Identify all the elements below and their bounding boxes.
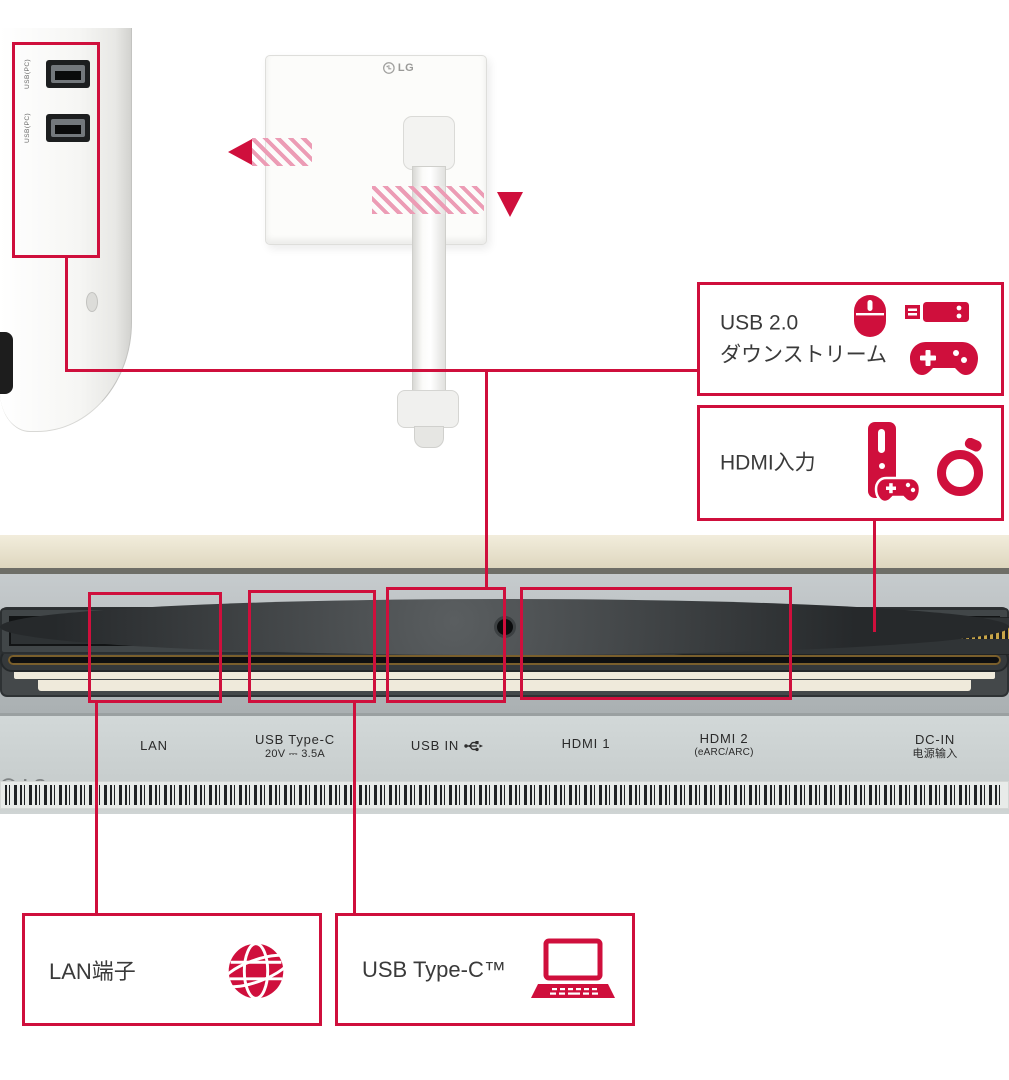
callout-lan-label: LAN端子 [49, 958, 136, 984]
usb-c-label: USB Type-C 20V ⎓ 3.5A [236, 732, 354, 762]
connector-line-usb-c [353, 702, 356, 914]
callout-hdmi-input: HDMI入力 [697, 405, 1004, 521]
lan-label: LAN [140, 738, 168, 753]
dc-in-label-line1: DC-IN [914, 732, 956, 747]
hdmi-2-label: HDMI 2 (eARC/ARC) [672, 731, 776, 760]
globe-icon [217, 932, 295, 1010]
shell-corner-right [18, 814, 1009, 872]
usb-downstream-line1: USB 2.0 [720, 311, 799, 335]
side-screw-hole [86, 292, 98, 312]
laptop-icon [530, 938, 616, 1002]
callout-usb-downstream: USB 2.0 ダウンストリーム [697, 282, 1004, 396]
usb-a-highlight-box [386, 587, 506, 703]
lg-logo: LG [383, 62, 414, 74]
side-usb-highlight-box [12, 42, 100, 258]
connector-line-side-usb-h [65, 369, 699, 372]
usb-in-label-text: USB IN [410, 738, 460, 753]
dc-in-label-line2: 电源输入 [912, 748, 958, 761]
usb-c-label-line1: USB Type-C [254, 732, 335, 747]
callout-hdmi-label: HDMI入力 [720, 451, 816, 475]
stand-mount-plate [403, 116, 455, 170]
usb-flash-drive-icon [904, 299, 970, 325]
usb-downstream-line2: ダウンストリーム [720, 343, 887, 366]
usb-c-label-line2: 20V ⎓ 3.5A [264, 748, 326, 761]
side-usb-port-2 [46, 114, 90, 142]
panel-seam [0, 568, 1009, 574]
height-motion-band [372, 186, 484, 214]
barcode-bars [5, 785, 1004, 805]
swivel-arrow-left-icon [228, 139, 252, 165]
usb-port-slot [55, 71, 81, 80]
rear-panel-photo: LAN USB Type-C 20V ⎓ 3.5A USB IN HDMI 1 [0, 535, 1009, 872]
stand-clamp-knob [414, 426, 444, 448]
connector-line-usb-in [485, 369, 488, 589]
hdmi-highlight-box [520, 587, 792, 700]
height-arrow-down-icon [497, 192, 523, 217]
usb-port-slot [55, 125, 81, 134]
callout-usb-type-c-label: USB Type-C™ [362, 956, 506, 982]
side-panel-notch [0, 332, 13, 394]
usb-symbol-icon [464, 741, 484, 752]
usb-in-label: USB IN [388, 738, 506, 754]
lg-logo-text: LG [397, 62, 415, 74]
hdmi-2-label-line2: (eARC/ARC) [694, 747, 754, 759]
swivel-motion-band [252, 138, 312, 166]
streaming-device-icon [932, 437, 990, 498]
game-console-icon [860, 420, 922, 510]
connector-line-side-usb-v [65, 258, 68, 372]
panel-top-edge [0, 535, 1009, 568]
connector-line-lan [95, 702, 98, 914]
panel-hinge-line [0, 713, 1009, 716]
connector-line-hdmi [873, 519, 876, 632]
side-usb-port-1 [46, 60, 90, 88]
lg-circle-mark [383, 62, 395, 74]
callout-usb-downstream-label: USB 2.0 ダウンストリーム [720, 308, 887, 371]
callout-usb-type-c: USB Type-C™ [335, 913, 635, 1026]
stand-clamp [397, 390, 459, 428]
mouse-icon [852, 293, 888, 339]
barcode [0, 781, 1009, 809]
gamepad-icon [908, 339, 980, 381]
lan-highlight-box [88, 592, 222, 703]
callout-lan: LAN端子 [22, 913, 322, 1026]
hdmi-2-label-line1: HDMI 2 [699, 731, 749, 746]
dc-in-label: DC-IN 电源输入 [888, 732, 982, 762]
usb-c-highlight-box [248, 590, 376, 703]
hdmi-1-label: HDMI 1 [561, 736, 611, 751]
